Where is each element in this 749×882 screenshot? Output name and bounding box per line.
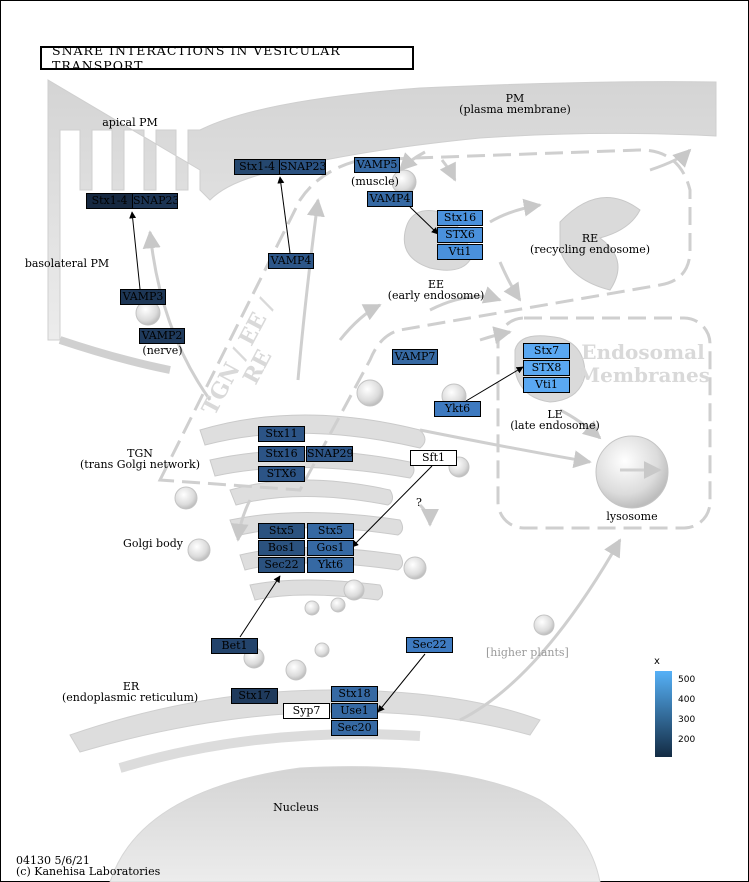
endosomal-region <box>496 316 712 530</box>
gene-vamp3[interactable]: VAMP3 <box>120 289 166 305</box>
le-label: LE <box>547 408 563 421</box>
endosomal-watermark-line2: Membranes <box>578 363 711 387</box>
golgi-label: Golgi body <box>123 537 183 550</box>
interaction-arrows <box>129 176 524 713</box>
pm-label: PM <box>505 92 525 105</box>
gene-stx7[interactable]: Stx7 <box>523 343 570 359</box>
le-full-label: (late endosome) <box>510 419 600 432</box>
legend-tick-200: 200 <box>678 735 696 745</box>
footer-version: 04130 5/6/21 <box>16 854 90 867</box>
re-label: RE <box>581 232 599 245</box>
nerve-label: (nerve) <box>142 344 183 357</box>
gene-stx17[interactable]: Stx17 <box>231 688 278 704</box>
apical-pm-label: apical PM <box>102 116 158 129</box>
gene-gos1[interactable]: Gos1 <box>307 540 354 556</box>
ee-full-label: (early endosome) <box>387 289 485 302</box>
gene-snap23-basolateral[interactable]: SNAP23 <box>132 193 178 209</box>
gene-stx5-golgi-a[interactable]: Stx5 <box>258 523 305 539</box>
pm-full-label: (plasma membrane) <box>459 103 571 116</box>
lysosome-label: lysosome <box>606 510 658 523</box>
gene-sec22-golgi[interactable]: Sec22 <box>258 557 305 573</box>
gene-sec20[interactable]: Sec20 <box>331 720 378 736</box>
gene-stx5-golgi-b[interactable]: Stx5 <box>307 523 354 539</box>
gene-vti1-le[interactable]: Vti1 <box>523 377 570 393</box>
ee-label: EE <box>427 278 445 291</box>
higher-plants-label: [higher plants] <box>486 646 569 659</box>
gene-snap29[interactable]: SNAP29 <box>306 446 353 462</box>
gene-ykt6-le[interactable]: Ykt6 <box>434 401 481 417</box>
muscle-label: (muscle) <box>351 175 399 188</box>
gene-stx8[interactable]: STX8 <box>523 360 570 376</box>
gene-stx11[interactable]: Stx11 <box>258 426 305 442</box>
gene-use1[interactable]: Use1 <box>331 703 378 719</box>
tgn-full-label: (trans Golgi network) <box>80 458 201 471</box>
vesicles <box>135 169 669 681</box>
gene-vamp5[interactable]: VAMP5 <box>354 157 400 173</box>
endosomal-watermark-line1: Endosomal <box>581 340 705 364</box>
tgn-ee-re-region <box>157 148 692 492</box>
gene-sec22-er[interactable]: Sec22 <box>406 637 453 653</box>
legend-tick-300: 300 <box>678 715 696 725</box>
legend-tick-400: 400 <box>678 695 696 705</box>
gene-stx16-ee[interactable]: Stx16 <box>437 210 483 226</box>
gene-sft1[interactable]: Sft1 <box>410 450 457 466</box>
gene-vamp2[interactable]: VAMP2 <box>139 328 185 344</box>
question-mark: ? <box>416 496 422 509</box>
gene-syp7[interactable]: Syp7 <box>283 703 330 719</box>
gene-stx18[interactable]: Stx18 <box>331 686 378 702</box>
gene-bos1[interactable]: Bos1 <box>258 540 305 556</box>
gene-stx16-tgn[interactable]: Stx16 <box>258 446 305 462</box>
gene-ykt6-golgi[interactable]: Ykt6 <box>307 557 354 573</box>
gene-stx6-ee[interactable]: STX6 <box>437 227 483 243</box>
gene-vamp4-ee[interactable]: VAMP4 <box>367 191 413 207</box>
footer-copyright: (c) Kanehisa Laboratories <box>16 865 161 878</box>
gene-snap23-apical[interactable]: SNAP23 <box>279 159 326 175</box>
basolateral-pm-label: basolateral PM <box>24 257 110 270</box>
gene-vamp7[interactable]: VAMP7 <box>392 349 438 365</box>
transport-arrows <box>142 148 692 722</box>
gene-bet1[interactable]: Bet1 <box>211 638 258 654</box>
er-full-label: (endoplasmic reticulum) <box>62 691 199 704</box>
gene-vti1-ee[interactable]: Vti1 <box>437 244 483 260</box>
tgn-label: TGN <box>127 447 153 460</box>
re-full-label: (recycling endosome) <box>530 243 651 256</box>
recycling-endosome-shape <box>559 197 641 291</box>
nucleus-label: Nucleus <box>273 801 319 814</box>
legend-tick-500: 500 <box>678 675 696 685</box>
gene-stx6-tgn[interactable]: STX6 <box>258 466 305 482</box>
legend-title: x <box>654 656 660 667</box>
er-label: ER <box>122 680 140 693</box>
legend-color-bar <box>655 671 672 757</box>
gene-stx1-4-apical[interactable]: Stx1-4 <box>234 159 280 175</box>
pathway-title: SNARE INTERACTIONS IN VESICULAR TRANSPOR… <box>40 43 414 73</box>
gene-stx1-4-basolateral[interactable]: Stx1-4 <box>86 193 133 209</box>
gene-vamp4-pm[interactable]: VAMP4 <box>268 253 314 269</box>
nucleus-shape <box>109 766 601 882</box>
